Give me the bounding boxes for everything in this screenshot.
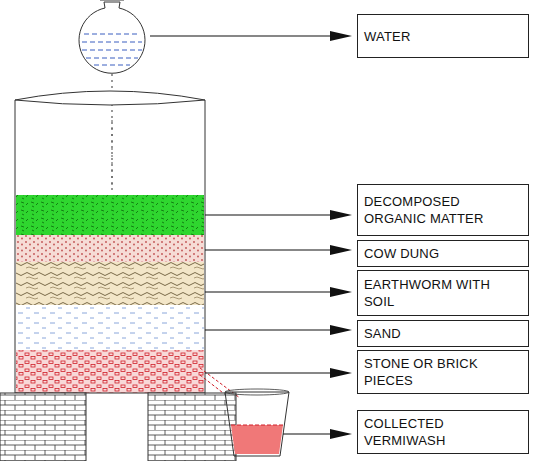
- stone-layer: [16, 350, 204, 393]
- leader-arrowhead: [330, 210, 352, 220]
- brick-stand: [0, 393, 86, 461]
- water-flask: [79, 0, 145, 73]
- leader-line: [205, 372, 338, 373]
- leader-line: [205, 291, 338, 292]
- leader-line: [205, 214, 338, 215]
- leader-arrowhead: [330, 287, 352, 297]
- label-text: STONE OR BRICK PIECES: [364, 355, 522, 389]
- leader-line: [205, 329, 338, 330]
- brick-stand: [148, 393, 236, 461]
- label-box: SAND: [357, 320, 529, 347]
- label-box: COLLECTED VERMIWASH: [357, 410, 529, 454]
- leader-arrowhead: [330, 429, 352, 439]
- earthworm-soil-layer: [16, 262, 204, 305]
- label-box: COW DUNG: [357, 240, 529, 267]
- organic-matter-layer: [16, 195, 204, 235]
- label-box: STONE OR BRICK PIECES: [357, 350, 529, 394]
- sand-layer: [16, 305, 204, 350]
- label-text: EARTHWORM WITH SOIL: [364, 276, 522, 310]
- label-box: EARTHWORM WITH SOIL: [357, 270, 529, 316]
- label-text: COLLECTED VERMIWASH: [364, 415, 522, 449]
- collection-cup: [225, 389, 289, 456]
- cow-dung-layer: [16, 235, 204, 262]
- leader-line: [150, 35, 338, 36]
- label-text: WATER: [364, 28, 522, 45]
- label-text: SAND: [364, 325, 522, 342]
- label-text: DECOMPOSED ORGANIC MATTER: [364, 193, 522, 227]
- leader-arrowhead: [330, 325, 352, 335]
- leader-line: [283, 433, 338, 434]
- leader-arrowhead: [330, 31, 352, 41]
- leader-arrowhead: [330, 368, 352, 378]
- vermiwash-container: [15, 91, 205, 393]
- label-box: WATER: [357, 14, 529, 58]
- leader-arrowhead: [330, 245, 352, 255]
- label-box: DECOMPOSED ORGANIC MATTER: [357, 184, 529, 236]
- label-text: COW DUNG: [364, 245, 522, 262]
- leader-line: [205, 249, 338, 250]
